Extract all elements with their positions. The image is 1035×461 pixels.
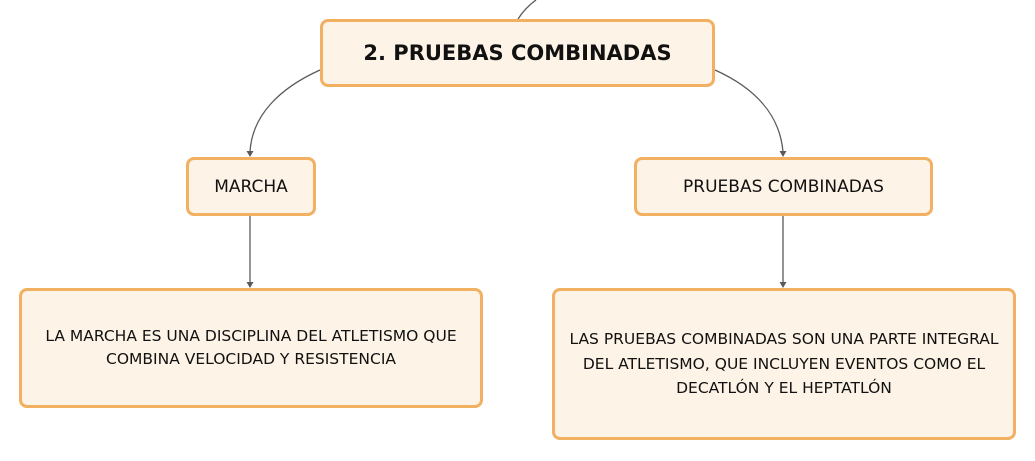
arrowhead-marcha-desc [246, 282, 254, 288]
node-marcha-label: MARCHA [214, 176, 288, 197]
root-node[interactable]: 2. PRUEBAS COMBINADAS [320, 19, 715, 87]
arrowhead-pruebas [779, 151, 787, 157]
node-pruebas-combinadas-label: PRUEBAS COMBINADAS [683, 176, 884, 197]
node-marcha[interactable]: MARCHA [186, 157, 316, 216]
connector-root-pruebas [714, 69, 784, 153]
arrowhead-marcha [246, 151, 254, 157]
connector-parent-root [517, 0, 537, 20]
connector-root-marcha [249, 69, 321, 153]
node-marcha-description-text: LA MARCHA ES UNA DISCIPLINA DEL ATLETISM… [45, 326, 457, 368]
node-pruebas-combinadas-description-text: LAS PRUEBAS COMBINADAS SON UNA PARTE INT… [569, 329, 999, 398]
arrowhead-pruebas-desc [779, 282, 787, 288]
root-node-label: 2. PRUEBAS COMBINADAS [363, 41, 672, 65]
node-pruebas-combinadas-description[interactable]: LAS PRUEBAS COMBINADAS SON UNA PARTE INT… [552, 288, 1016, 440]
node-pruebas-combinadas[interactable]: PRUEBAS COMBINADAS [634, 157, 933, 216]
node-marcha-description[interactable]: LA MARCHA ES UNA DISCIPLINA DEL ATLETISM… [19, 288, 483, 408]
